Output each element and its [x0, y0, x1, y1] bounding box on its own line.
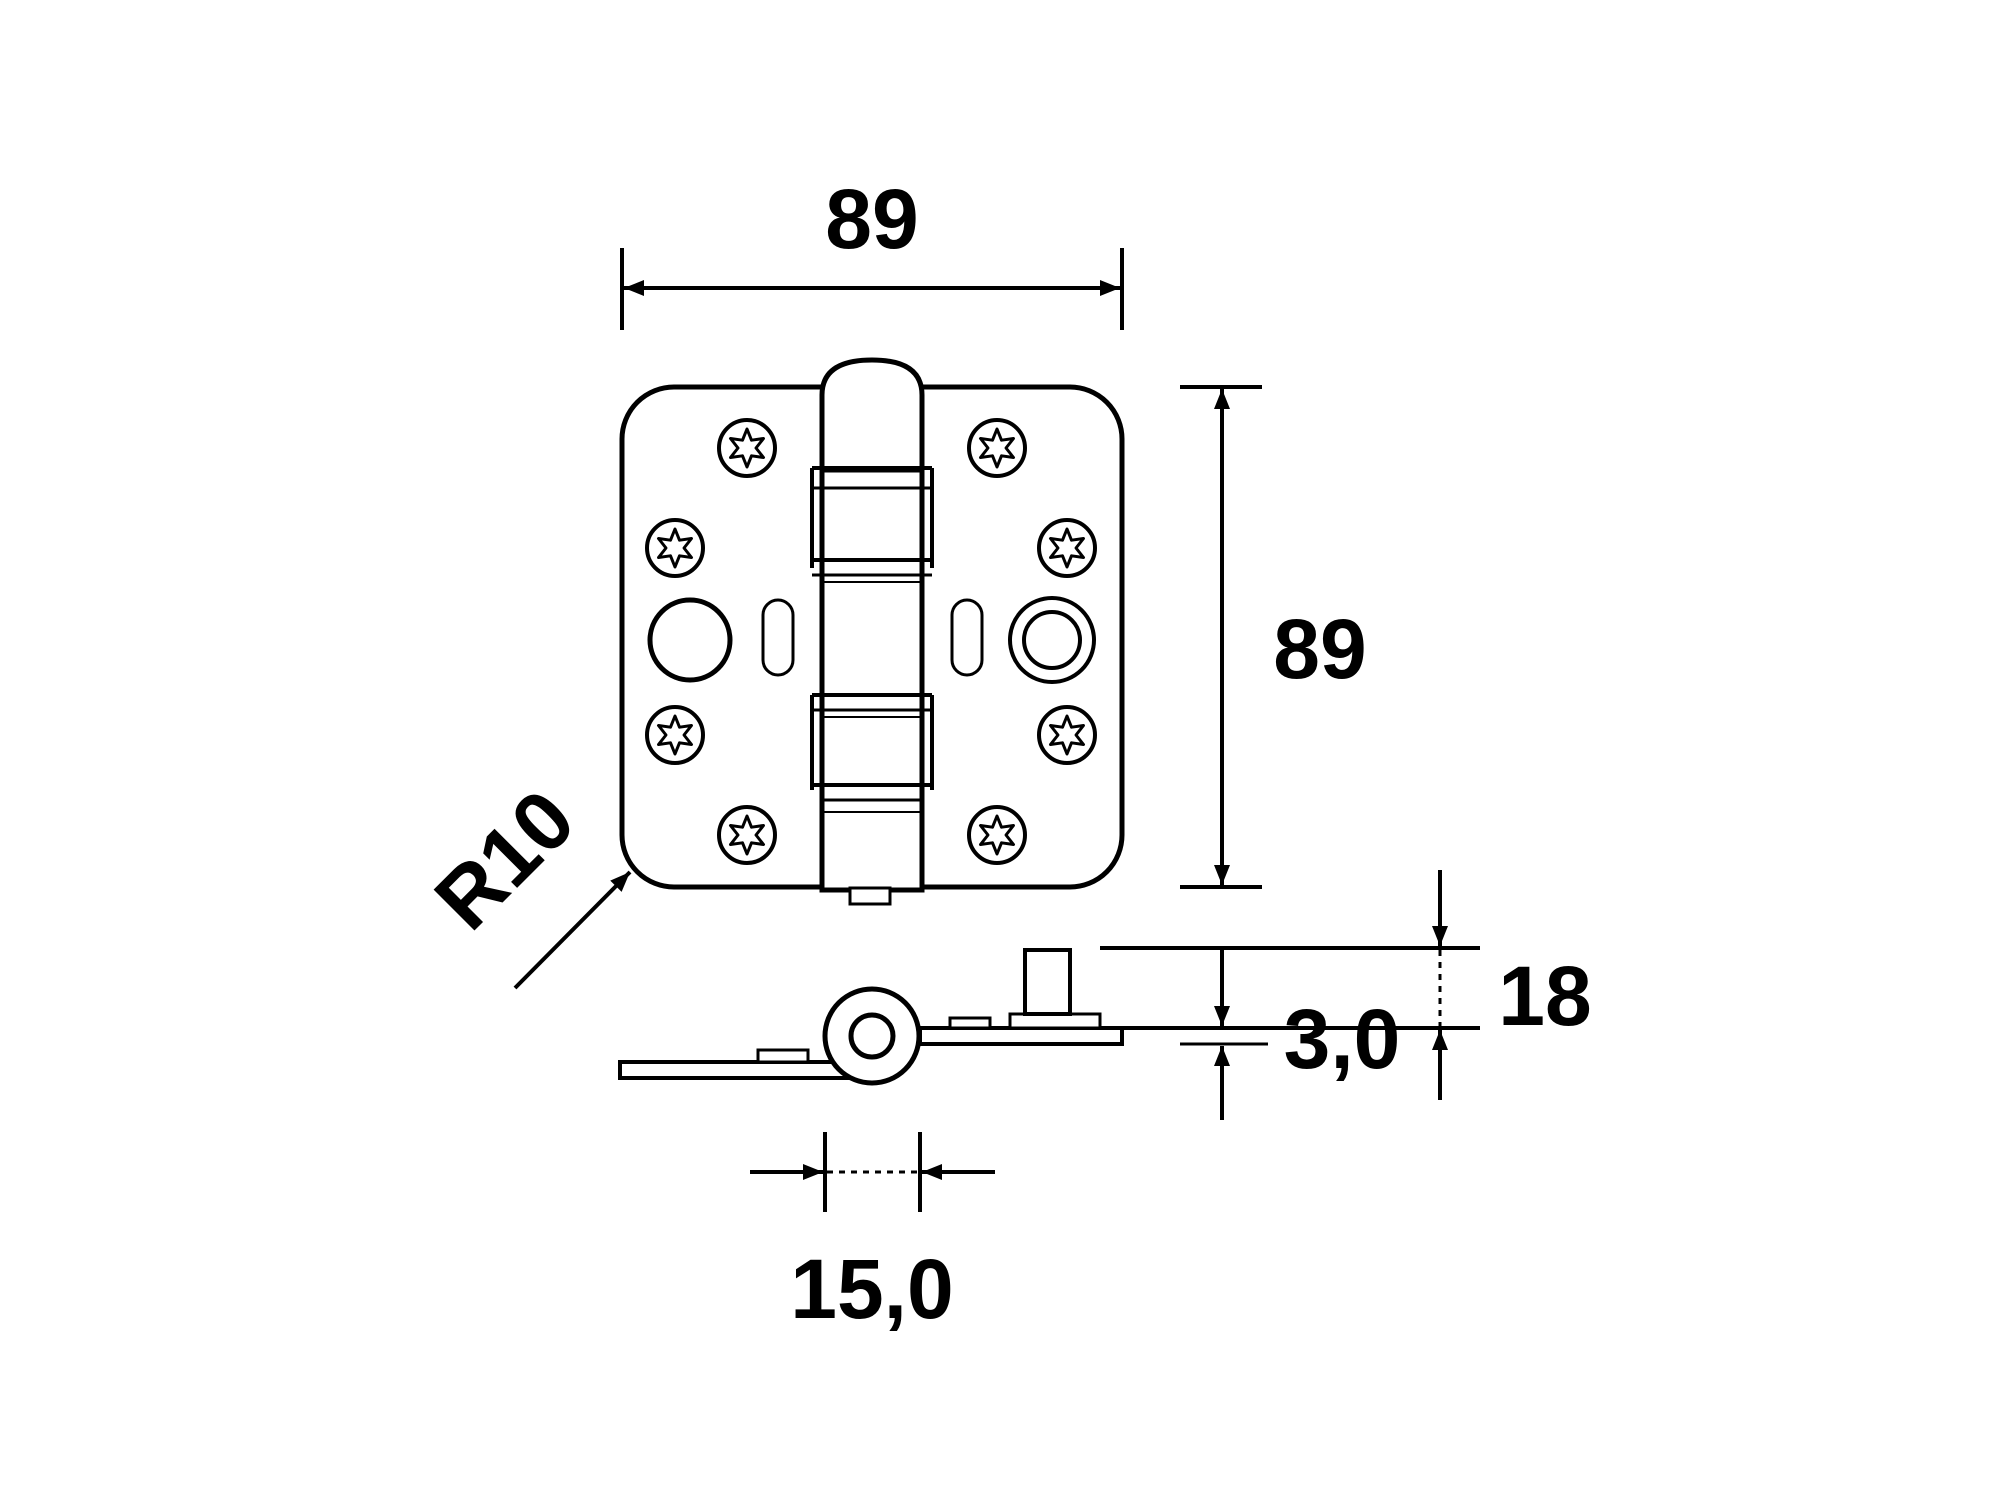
hinge-knuckle-top [819, 357, 925, 490]
width-dimension-label: 89 [825, 172, 918, 266]
side-plate-small-left [756, 1048, 810, 1064]
hinge-front-view [619, 357, 1125, 906]
side-leaf-left [618, 1060, 862, 1080]
side-knuckle-inner [848, 1012, 896, 1060]
round-hole-left [647, 597, 733, 683]
radius-dimension-label: R10 [417, 772, 592, 947]
radius-leader-line [513, 870, 632, 990]
side-pin-upright [1023, 948, 1072, 1016]
total-depth-dimension-label: 18 [1498, 949, 1591, 1043]
knuckle-diameter-dimension-label: 15,0 [790, 1242, 954, 1336]
hinge-side-view [618, 948, 1124, 1086]
screw-head [717, 805, 777, 865]
hinge-pin-stub [848, 886, 892, 906]
screw-heads [645, 418, 1097, 865]
screw-head [645, 705, 705, 765]
thickness-dimension-label: 3,0 [1284, 992, 1401, 1086]
dimension-lines [513, 248, 1480, 1212]
screw-head [1037, 518, 1097, 578]
round-hole-right-outer [1008, 596, 1096, 684]
slot-hole-left [761, 598, 795, 677]
side-leaf-right [918, 1026, 1124, 1046]
screw-head [717, 418, 777, 478]
height-dimension-label: 89 [1273, 602, 1366, 696]
slot-hole-right [950, 598, 984, 677]
screw-head [1037, 705, 1097, 765]
side-plate-small-right [948, 1016, 992, 1030]
hinge-knuckle-body [819, 467, 925, 893]
side-base-block [1008, 1012, 1102, 1030]
screw-head [645, 518, 705, 578]
screw-head [967, 805, 1027, 865]
round-hole-right-inner [1022, 610, 1082, 670]
screw-head [967, 418, 1027, 478]
